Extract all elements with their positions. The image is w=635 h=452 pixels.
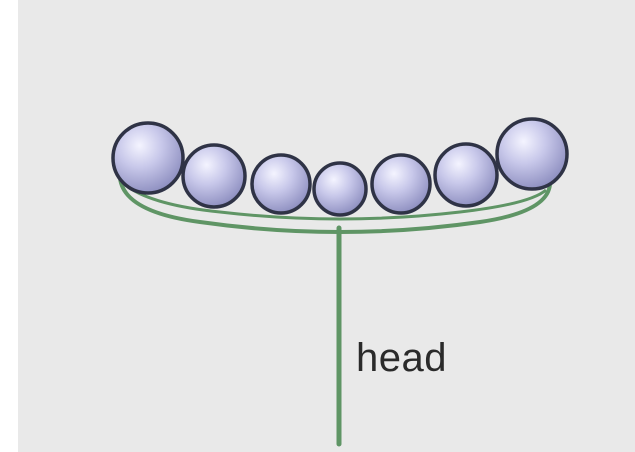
sphere-2 [183, 145, 245, 207]
sphere-row [113, 119, 567, 215]
sphere-4 [314, 163, 366, 215]
sphere-7 [497, 119, 567, 189]
sphere-5 [372, 155, 430, 213]
sphere-3 [252, 155, 310, 213]
sphere-1 [113, 123, 183, 193]
head-label: head [356, 336, 447, 381]
sphere-6 [435, 144, 497, 206]
